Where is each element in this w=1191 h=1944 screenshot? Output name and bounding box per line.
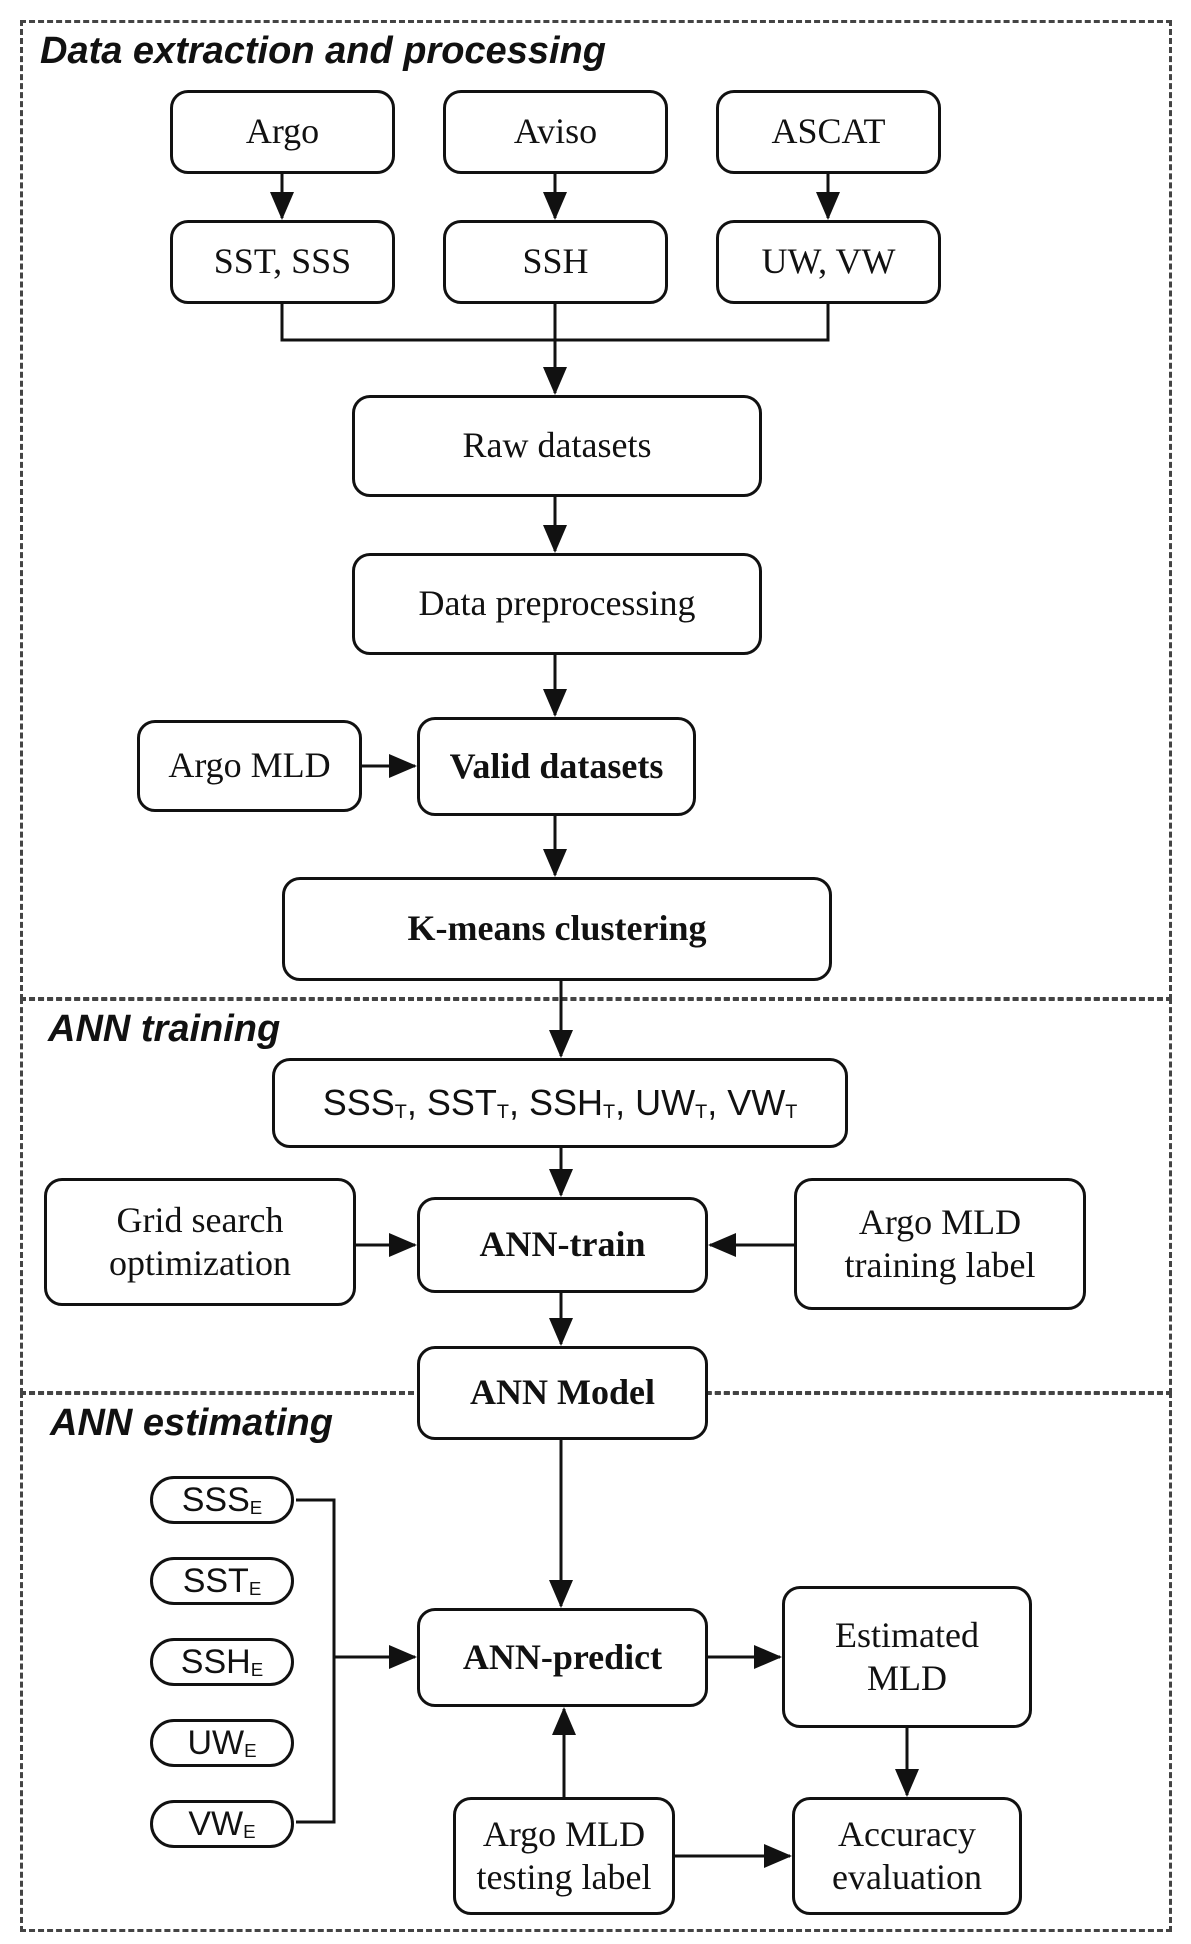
- est-input-uw: UWE: [150, 1719, 294, 1767]
- training-input-subscript: T: [785, 1101, 798, 1124]
- est-input-subscript: E: [249, 1496, 263, 1518]
- training-input-subscript: T: [496, 1101, 509, 1124]
- training-input-ssh: SSH: [528, 1082, 603, 1124]
- section-title-extraction: Data extraction and processing: [36, 30, 610, 73]
- est-input-label: SSSE: [182, 1480, 263, 1521]
- training-input-subscript: T: [695, 1101, 708, 1124]
- training-input-separator: ,: [406, 1082, 427, 1124]
- node-ssh: SSH: [443, 220, 668, 304]
- node-kmeans-clustering: K-means clustering: [282, 877, 832, 981]
- node-testing-label: Argo MLD testing label: [453, 1797, 675, 1915]
- node-accuracy-evaluation-label: Accuracy evaluation: [832, 1813, 982, 1897]
- node-uw-vw: UW, VW: [716, 220, 941, 304]
- section-title-training: ANN training: [44, 1008, 285, 1051]
- est-input-base: VW: [188, 1804, 244, 1843]
- node-argo-label: Argo: [245, 111, 320, 152]
- node-argo-mld-label: Argo MLD: [168, 745, 331, 786]
- node-raw-datasets-label: Raw datasets: [462, 425, 652, 466]
- training-input-sst: SST: [426, 1082, 497, 1124]
- est-input-base: SSH: [180, 1642, 251, 1681]
- training-input-separator: ,: [508, 1082, 529, 1124]
- training-input-sss: SSS: [322, 1082, 395, 1124]
- est-input-subscript: E: [248, 1577, 262, 1599]
- node-kmeans-clustering-label: K-means clustering: [407, 908, 707, 949]
- est-input-ssh: SSHE: [150, 1638, 294, 1686]
- est-input-sss: SSSE: [150, 1476, 294, 1524]
- node-accuracy-evaluation: Accuracy evaluation: [792, 1797, 1022, 1915]
- node-ann-model: ANN Model: [417, 1346, 708, 1440]
- node-training-inputs: SSST, SSTT, SSHT, UWT, VWT: [272, 1058, 848, 1148]
- node-estimated-mld-label: Estimated MLD: [835, 1614, 979, 1698]
- est-input-subscript: E: [244, 1739, 257, 1761]
- training-input-uw: UW: [635, 1082, 696, 1124]
- node-estimated-mld: Estimated MLD: [782, 1586, 1032, 1728]
- node-ascat-label: ASCAT: [771, 111, 886, 152]
- node-grid-search-label: Grid search optimization: [109, 1199, 291, 1283]
- node-data-preprocessing-label: Data preprocessing: [418, 583, 696, 624]
- node-argo-mld: Argo MLD: [137, 720, 362, 812]
- training-input-separator: ,: [615, 1082, 636, 1124]
- node-sst-sss-label: SST, SSS: [213, 241, 352, 282]
- node-ssh-label: SSH: [522, 241, 589, 282]
- node-training-label-text: Argo MLD training label: [844, 1201, 1036, 1285]
- node-valid-datasets: Valid datasets: [417, 717, 696, 816]
- section-title-estimating: ANN estimating: [46, 1402, 337, 1445]
- node-ann-predict-label: ANN-predict: [462, 1636, 663, 1677]
- node-grid-search: Grid search optimization: [44, 1178, 356, 1306]
- training-input-separator: ,: [707, 1082, 728, 1124]
- est-input-label: UWE: [187, 1723, 256, 1764]
- est-input-base: SSS: [181, 1480, 250, 1519]
- est-input-subscript: E: [243, 1820, 256, 1842]
- training-input-subscript: T: [603, 1101, 616, 1124]
- est-input-base: SST: [182, 1561, 249, 1600]
- node-aviso-label: Aviso: [513, 111, 598, 152]
- training-input-vw: VW: [727, 1082, 786, 1124]
- est-input-sst: SSTE: [150, 1557, 294, 1605]
- node-uw-vw-label: UW, VW: [761, 241, 896, 282]
- node-raw-datasets: Raw datasets: [352, 395, 762, 497]
- est-input-label: SSHE: [181, 1642, 263, 1683]
- node-valid-datasets-label: Valid datasets: [449, 745, 664, 786]
- node-ann-train-label: ANN-train: [479, 1224, 646, 1265]
- node-ann-model-label: ANN Model: [470, 1372, 655, 1413]
- training-inputs-text: SSST, SSTT, SSHT, UWT, VWT: [323, 1081, 798, 1125]
- training-input-subscript: T: [394, 1101, 407, 1124]
- node-testing-label-text: Argo MLD testing label: [476, 1813, 652, 1897]
- est-input-vw: VWE: [150, 1800, 294, 1848]
- node-ann-predict: ANN-predict: [417, 1608, 708, 1707]
- est-input-label: SSTE: [183, 1561, 262, 1602]
- node-training-label: Argo MLD training label: [794, 1178, 1086, 1310]
- node-ascat: ASCAT: [716, 90, 941, 174]
- node-aviso: Aviso: [443, 90, 668, 174]
- node-ann-train: ANN-train: [417, 1197, 708, 1293]
- est-input-base: UW: [187, 1723, 245, 1762]
- node-data-preprocessing: Data preprocessing: [352, 553, 762, 655]
- node-argo: Argo: [170, 90, 395, 174]
- est-input-label: VWE: [188, 1804, 255, 1845]
- node-sst-sss: SST, SSS: [170, 220, 395, 304]
- est-input-subscript: E: [250, 1658, 264, 1680]
